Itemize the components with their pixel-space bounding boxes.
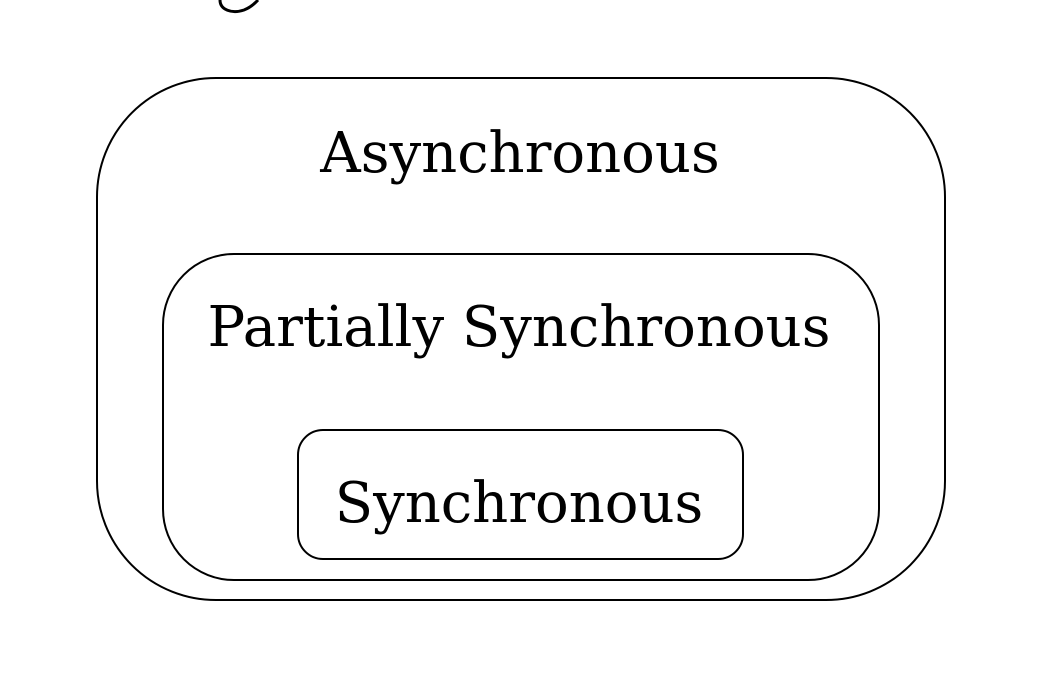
asynchronous-label: Asynchronous — [320, 121, 720, 186]
partially-synchronous-label: Partially Synchronous — [207, 295, 831, 360]
synchronous-region — [297, 429, 744, 560]
partially-synchronous-region — [162, 253, 880, 581]
asynchronous-region — [96, 77, 946, 601]
synchronous-label: Synchronous — [334, 471, 704, 536]
cropped-glyph-fragment — [218, 0, 260, 14]
